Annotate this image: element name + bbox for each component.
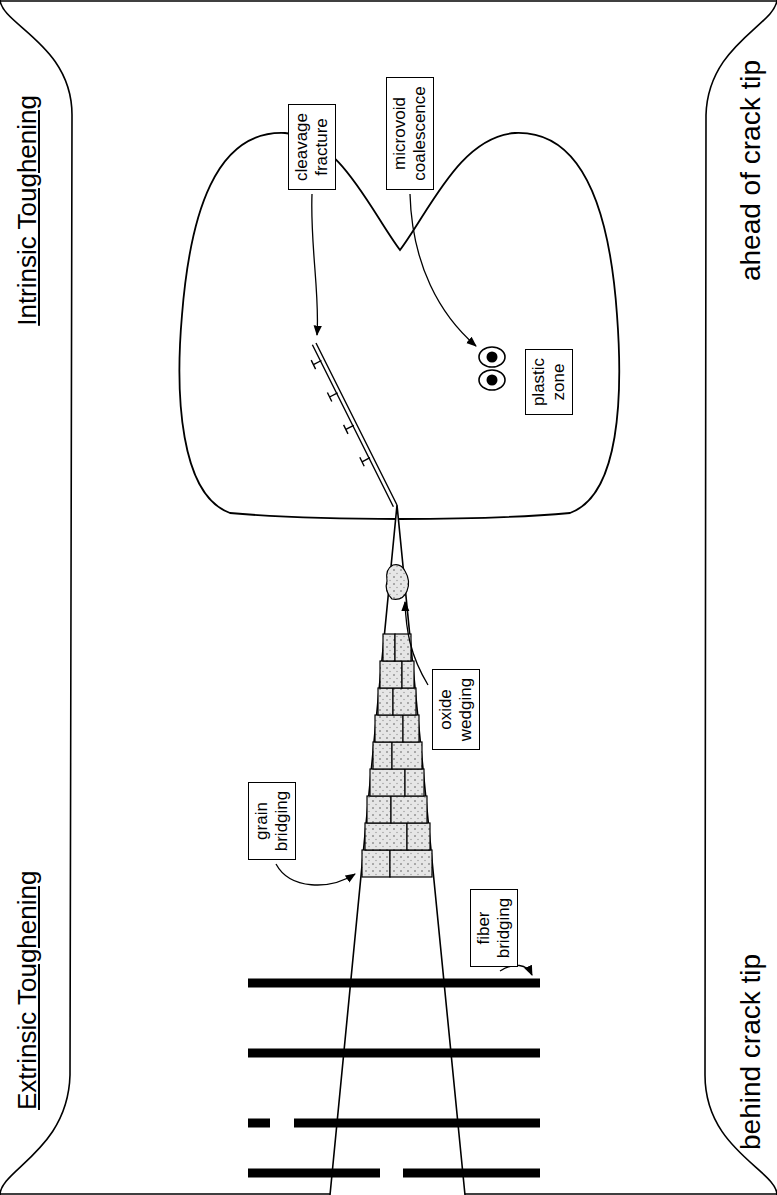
cleavage-line — [312, 345, 393, 507]
bridging-fibers — [248, 979, 540, 1178]
grain-bridging-bricks — [362, 634, 432, 877]
specimen-bottom-edge — [705, 0, 777, 1195]
section-heading: Extrinsic Toughening — [12, 871, 43, 1110]
grain-brick — [375, 715, 403, 742]
box-text: microvoid coalescence — [390, 86, 429, 181]
dislocation-symbol — [311, 360, 321, 369]
broken-fiber — [294, 1119, 540, 1128]
grain-brick — [390, 850, 432, 877]
grain-brick — [365, 823, 407, 850]
grain-brick — [367, 796, 391, 823]
grain-brick — [392, 742, 422, 769]
grain-brick — [378, 688, 393, 715]
grain-brick — [407, 823, 430, 850]
label-box: fiber bridging — [470, 889, 518, 967]
label-box: plastic zone — [525, 349, 573, 415]
label-box: oxide wedging — [432, 669, 480, 750]
box-text: fiber bridging — [474, 898, 513, 958]
label-box: microvoid coalescence — [386, 77, 434, 190]
grain-brick — [362, 850, 390, 877]
leader-line — [276, 864, 355, 885]
dislocation-symbol — [344, 425, 354, 434]
grain-brick — [370, 769, 405, 796]
box-text: cleavage fracture — [292, 113, 331, 181]
broken-fiber — [248, 1119, 270, 1128]
microvoids — [479, 347, 505, 390]
crack-faces — [330, 505, 465, 1195]
grain-brick — [405, 769, 424, 796]
specimen-top-edge — [0, 0, 72, 1195]
void-particle — [487, 352, 498, 363]
grain-brick — [391, 796, 427, 823]
void-particle — [487, 375, 498, 386]
specimen-right-edge — [0, 0, 777, 2]
cleavage-crack — [311, 343, 397, 507]
grain-brick — [383, 634, 395, 661]
grain-brick — [373, 742, 392, 769]
fiber — [248, 1049, 540, 1058]
dislocation-symbol — [360, 457, 370, 466]
leader-lines — [276, 194, 532, 975]
region-label: behind crack tip — [734, 954, 768, 1150]
void — [479, 370, 505, 390]
label-box: cleavage fracture — [288, 104, 336, 190]
section-heading: Intrinsic Toughening — [12, 95, 43, 326]
dislocation-symbol — [327, 393, 337, 402]
leader-line — [312, 194, 318, 335]
cleavage-line — [316, 343, 397, 505]
grain-brick — [380, 661, 402, 688]
box-text: plastic zone — [529, 358, 568, 406]
grain-brick — [393, 688, 416, 715]
leader-line — [405, 602, 428, 685]
grain-brick — [402, 661, 414, 688]
plastic-zone-outline — [179, 133, 619, 519]
void — [479, 347, 505, 367]
box-text: grain bridging — [252, 791, 291, 851]
grain-brick — [403, 715, 419, 742]
oxide-particle — [386, 565, 408, 600]
box-text: oxide wedging — [436, 678, 475, 741]
fiber — [248, 979, 540, 988]
region-label: ahead of crack tip — [734, 60, 768, 281]
broken-fiber — [248, 1169, 380, 1178]
broken-fiber — [403, 1169, 540, 1178]
leader-line — [410, 194, 476, 346]
label-box: grain bridging — [248, 782, 296, 860]
